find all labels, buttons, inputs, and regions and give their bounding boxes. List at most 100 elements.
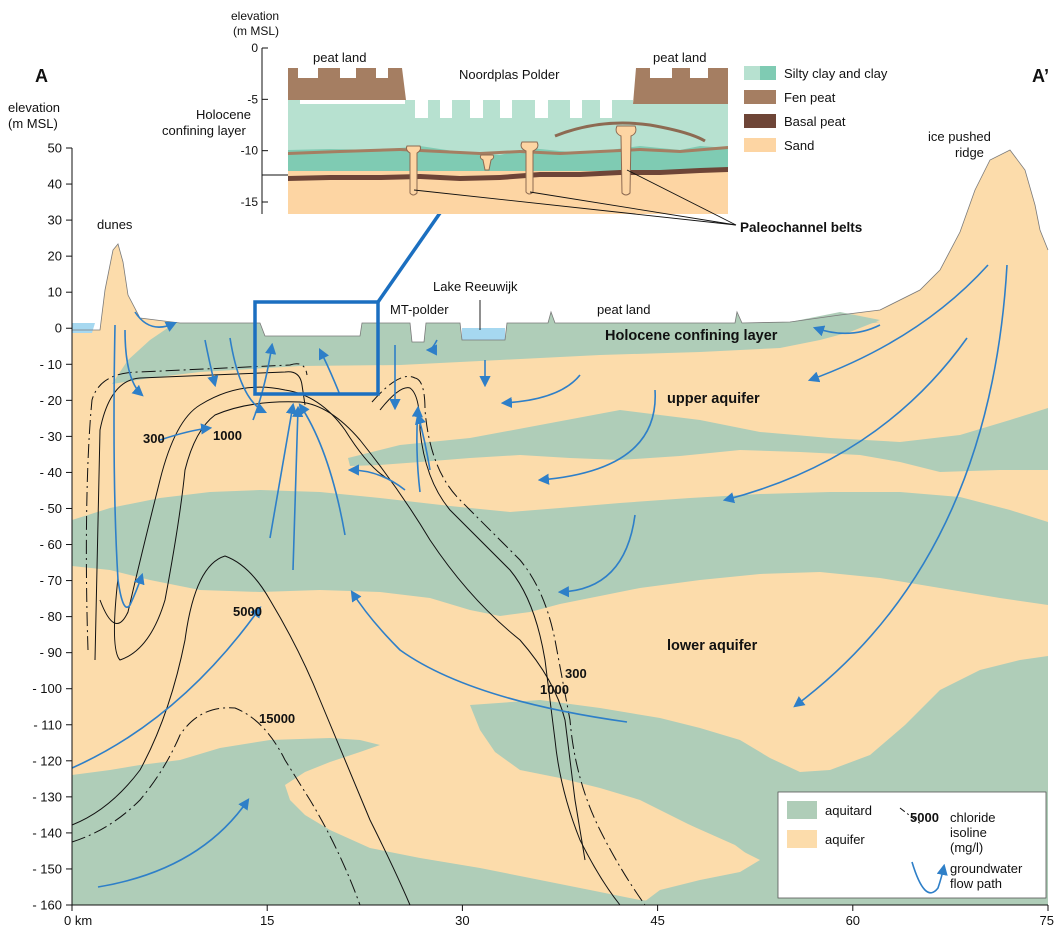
upper-aquifer-label: upper aquifer bbox=[667, 391, 760, 407]
inset-clay-lower bbox=[288, 146, 728, 171]
isoline-5000 bbox=[113, 401, 586, 861]
inset-tick-label: -5 bbox=[247, 92, 258, 106]
legend-swatch-aquifer bbox=[787, 830, 817, 848]
y-tick-label: 30 bbox=[48, 213, 62, 228]
y-tick-label: - 150 bbox=[32, 861, 62, 876]
inset-paleochannels bbox=[405, 125, 637, 196]
ice-ridge-label-2: ridge bbox=[955, 145, 984, 160]
flow-path bbox=[269, 402, 297, 539]
ice-ridge-label-1: ice pushed bbox=[928, 129, 991, 144]
y-axis-title-line2: (m MSL) bbox=[8, 116, 58, 131]
inset-tick-label: 0 bbox=[251, 41, 258, 55]
isoline-300-left-inner bbox=[94, 371, 306, 661]
y-tick-label: - 30 bbox=[40, 429, 62, 444]
y-tick-label: - 120 bbox=[32, 753, 62, 768]
inset-highlight-box bbox=[253, 300, 380, 396]
isoline-1000-left bbox=[85, 363, 308, 651]
legend-label-basal-peat: Basal peat bbox=[784, 114, 846, 129]
isoline-label-5000: 5000 bbox=[233, 604, 262, 619]
flow-path bbox=[71, 606, 262, 769]
lake-label: Lake Reeuwijk bbox=[433, 279, 518, 294]
legend-swatch-basal-peat bbox=[744, 114, 776, 128]
legend-flow-text-2: flow path bbox=[950, 876, 1002, 891]
flow-path bbox=[134, 311, 178, 332]
isoline-1000-right bbox=[379, 387, 621, 906]
x-tick-label: 0 km bbox=[64, 913, 92, 928]
y-tick-label: 50 bbox=[48, 141, 62, 156]
inset-legend: Silty clay and clay Fen peat Basal peat … bbox=[744, 66, 888, 153]
y-tick-label: - 10 bbox=[40, 357, 62, 372]
lower-aquitard bbox=[72, 738, 700, 905]
section-end-label: A’ bbox=[1032, 66, 1049, 86]
peat-land-label: peat land bbox=[597, 302, 651, 317]
y-tick-label: - 20 bbox=[40, 393, 62, 408]
isoline-300-right bbox=[371, 376, 646, 906]
y-tick-label: - 100 bbox=[32, 681, 62, 696]
axes bbox=[71, 148, 1048, 906]
legend-flow-sample bbox=[911, 861, 948, 894]
lake-water bbox=[462, 328, 505, 340]
y-tick-label: - 40 bbox=[40, 465, 62, 480]
chloride-isolines bbox=[71, 363, 646, 906]
flow-path bbox=[793, 264, 1008, 708]
legend-label-sand: Sand bbox=[784, 138, 814, 153]
legend-swatch-clay-b bbox=[760, 66, 776, 80]
flow-path bbox=[500, 374, 581, 409]
x-tick-label: 60 bbox=[846, 913, 860, 928]
flow-path bbox=[318, 347, 341, 396]
x-tick-label: 15 bbox=[260, 913, 274, 928]
flow-path bbox=[537, 389, 656, 485]
x-tick-label: 30 bbox=[455, 913, 469, 928]
isoline-15000 bbox=[71, 707, 361, 906]
mt-polder-label: MT-polder bbox=[390, 302, 449, 317]
holocene-layer-label: Holocene confining layer bbox=[605, 328, 778, 344]
flow-path bbox=[415, 412, 431, 471]
inset-peat-arc bbox=[554, 121, 706, 143]
flow-path bbox=[292, 405, 304, 571]
legend-isoline-sample bbox=[899, 807, 923, 826]
lower-aquifer-lens bbox=[545, 780, 755, 866]
x-tick-label: 75 bbox=[1040, 913, 1054, 928]
small-lake-right bbox=[800, 320, 880, 328]
inset-basal-peat bbox=[288, 167, 728, 181]
y-tick-label: 10 bbox=[48, 285, 62, 300]
dunes-label: dunes bbox=[97, 217, 133, 232]
isoline-label-1000-left: 1000 bbox=[213, 428, 242, 443]
main-legend bbox=[777, 791, 1047, 899]
inset-elev-title-2: (m MSL) bbox=[233, 24, 279, 38]
inset-polder-label: Noordplas Polder bbox=[459, 67, 560, 82]
legend-isoline-value: 5000 bbox=[910, 810, 939, 825]
y-tick-label: 0 bbox=[55, 321, 62, 336]
isoline-big-arch bbox=[71, 555, 411, 906]
inset-fen-peat-left bbox=[288, 68, 406, 100]
inset-peat-right: peat land bbox=[653, 50, 707, 65]
flow-path bbox=[124, 329, 144, 397]
inset-tick-label: -15 bbox=[241, 195, 259, 209]
flow-path bbox=[812, 324, 881, 337]
legend-swatch-clay-a bbox=[744, 66, 760, 80]
inset-peat-band bbox=[288, 146, 728, 155]
flow-path bbox=[159, 423, 213, 441]
isoline-label-1000-right: 1000 bbox=[540, 682, 569, 697]
isoline-label-300-left: 300 bbox=[143, 431, 165, 446]
y-tick-label: - 80 bbox=[40, 609, 62, 624]
legend-isoline-text-1: chloride bbox=[950, 810, 996, 825]
legend-aquifer-label: aquifer bbox=[825, 832, 865, 847]
y-tick-label: 40 bbox=[48, 177, 62, 192]
upper-aquitard-lens bbox=[348, 408, 1048, 472]
inset-tick-label: -10 bbox=[241, 144, 259, 158]
inset-panel: 0 -5 -10 -15 bbox=[241, 41, 737, 226]
middle-aquitard bbox=[72, 490, 1048, 616]
y-tick-label: - 130 bbox=[32, 789, 62, 804]
section-start-label: A bbox=[35, 66, 48, 86]
y-tick-label: - 70 bbox=[40, 573, 62, 588]
inset-ticks: 0 -5 -10 -15 bbox=[241, 41, 268, 209]
flow-path bbox=[298, 403, 346, 536]
flow-path bbox=[807, 264, 989, 383]
inset-holocene-2: confining layer bbox=[162, 123, 246, 138]
flow-path bbox=[204, 339, 219, 388]
inset-peat-left: peat land bbox=[313, 50, 367, 65]
inset-holocene-1: Holocene bbox=[196, 107, 251, 122]
